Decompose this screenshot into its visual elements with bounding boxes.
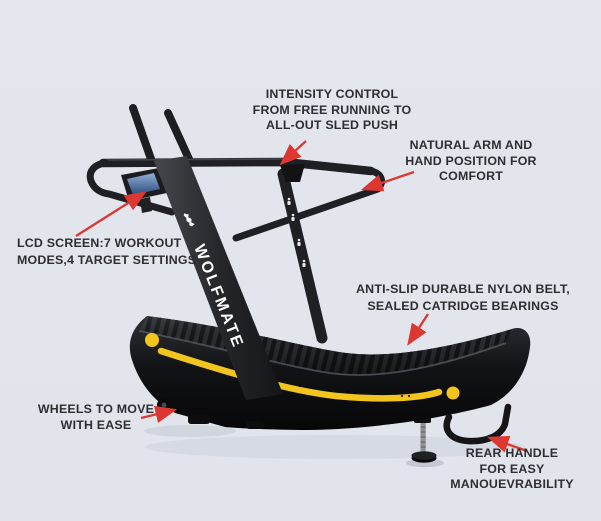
side-stripe [157, 347, 443, 402]
mid-foot-pad [246, 421, 264, 429]
arrow-arm-position-icon [360, 170, 415, 192]
callout-arm-position: NATURAL ARM AND HAND POSITION FOR COMFOR… [386, 138, 556, 185]
callout-line: COMFORT [438, 169, 504, 183]
arrow-belt-icon [407, 313, 429, 346]
front-stripe-dot [145, 333, 159, 347]
callout-line: SEALED CATRIDGE BEARINGS [367, 298, 559, 313]
lcd-screen [127, 173, 160, 195]
callout-line: FOR EASY [479, 461, 545, 476]
arrow-lcd-icon [75, 191, 147, 237]
callout-line: MODES,4 TARGET SETTINGS [17, 253, 197, 267]
callout-line: WITH EASE [60, 418, 132, 432]
callout-wheels: WHEELS TO MOVE WITH EASE [31, 401, 161, 433]
wolf-logo-icon [183, 213, 195, 227]
callout-line: FROM FREE RUNNING TO [252, 102, 412, 117]
callout-line: HAND POSITION FOR [405, 153, 537, 168]
arrow-wheels-icon [140, 405, 178, 423]
front-foot-pad [188, 414, 210, 424]
callout-lcd-screen: LCD SCREEN:7 WORKOUT MODES,4 TARGET SETT… [17, 235, 202, 269]
callout-line: ALL-OUT SLED PUSH [265, 118, 399, 132]
rear-stripe-dot [446, 386, 460, 400]
console-junction-bracket [280, 164, 305, 182]
deck [129, 316, 531, 430]
callout-arrows [75, 140, 528, 453]
callout-line: INTENSITY CONTROL [265, 87, 399, 101]
callout-line: ANTI-SLIP DURABLE NYLON BELT, [356, 282, 570, 296]
callout-belt: ANTI-SLIP DURABLE NYLON BELT, SEALED CAT… [353, 281, 573, 314]
callout-line: WHEELS TO MOVE [37, 402, 155, 416]
beam-decal-icons [287, 197, 306, 267]
callout-intensity-control: INTENSITY CONTROL FROM FREE RUNNING TO A… [237, 87, 427, 134]
callout-line: NATURAL ARM AND [409, 138, 533, 152]
callout-line: REAR HANDLE [465, 446, 559, 460]
arrow-intensity-icon [279, 140, 307, 166]
side-rail-edge [138, 330, 507, 376]
arrow-rear-handle-icon [486, 435, 528, 453]
rear-handle [443, 403, 512, 445]
handlebar-loop [232, 167, 385, 242]
callout-rear-handle: REAR HANDLE FOR EASY MANOUEVRABILITY [427, 446, 597, 493]
callout-line: MANOUEVRABILITY [450, 477, 574, 491]
callout-line: LCD SCREEN:7 WORKOUT [17, 236, 182, 250]
rail-screws [298, 384, 411, 398]
upright-posts [129, 104, 193, 163]
